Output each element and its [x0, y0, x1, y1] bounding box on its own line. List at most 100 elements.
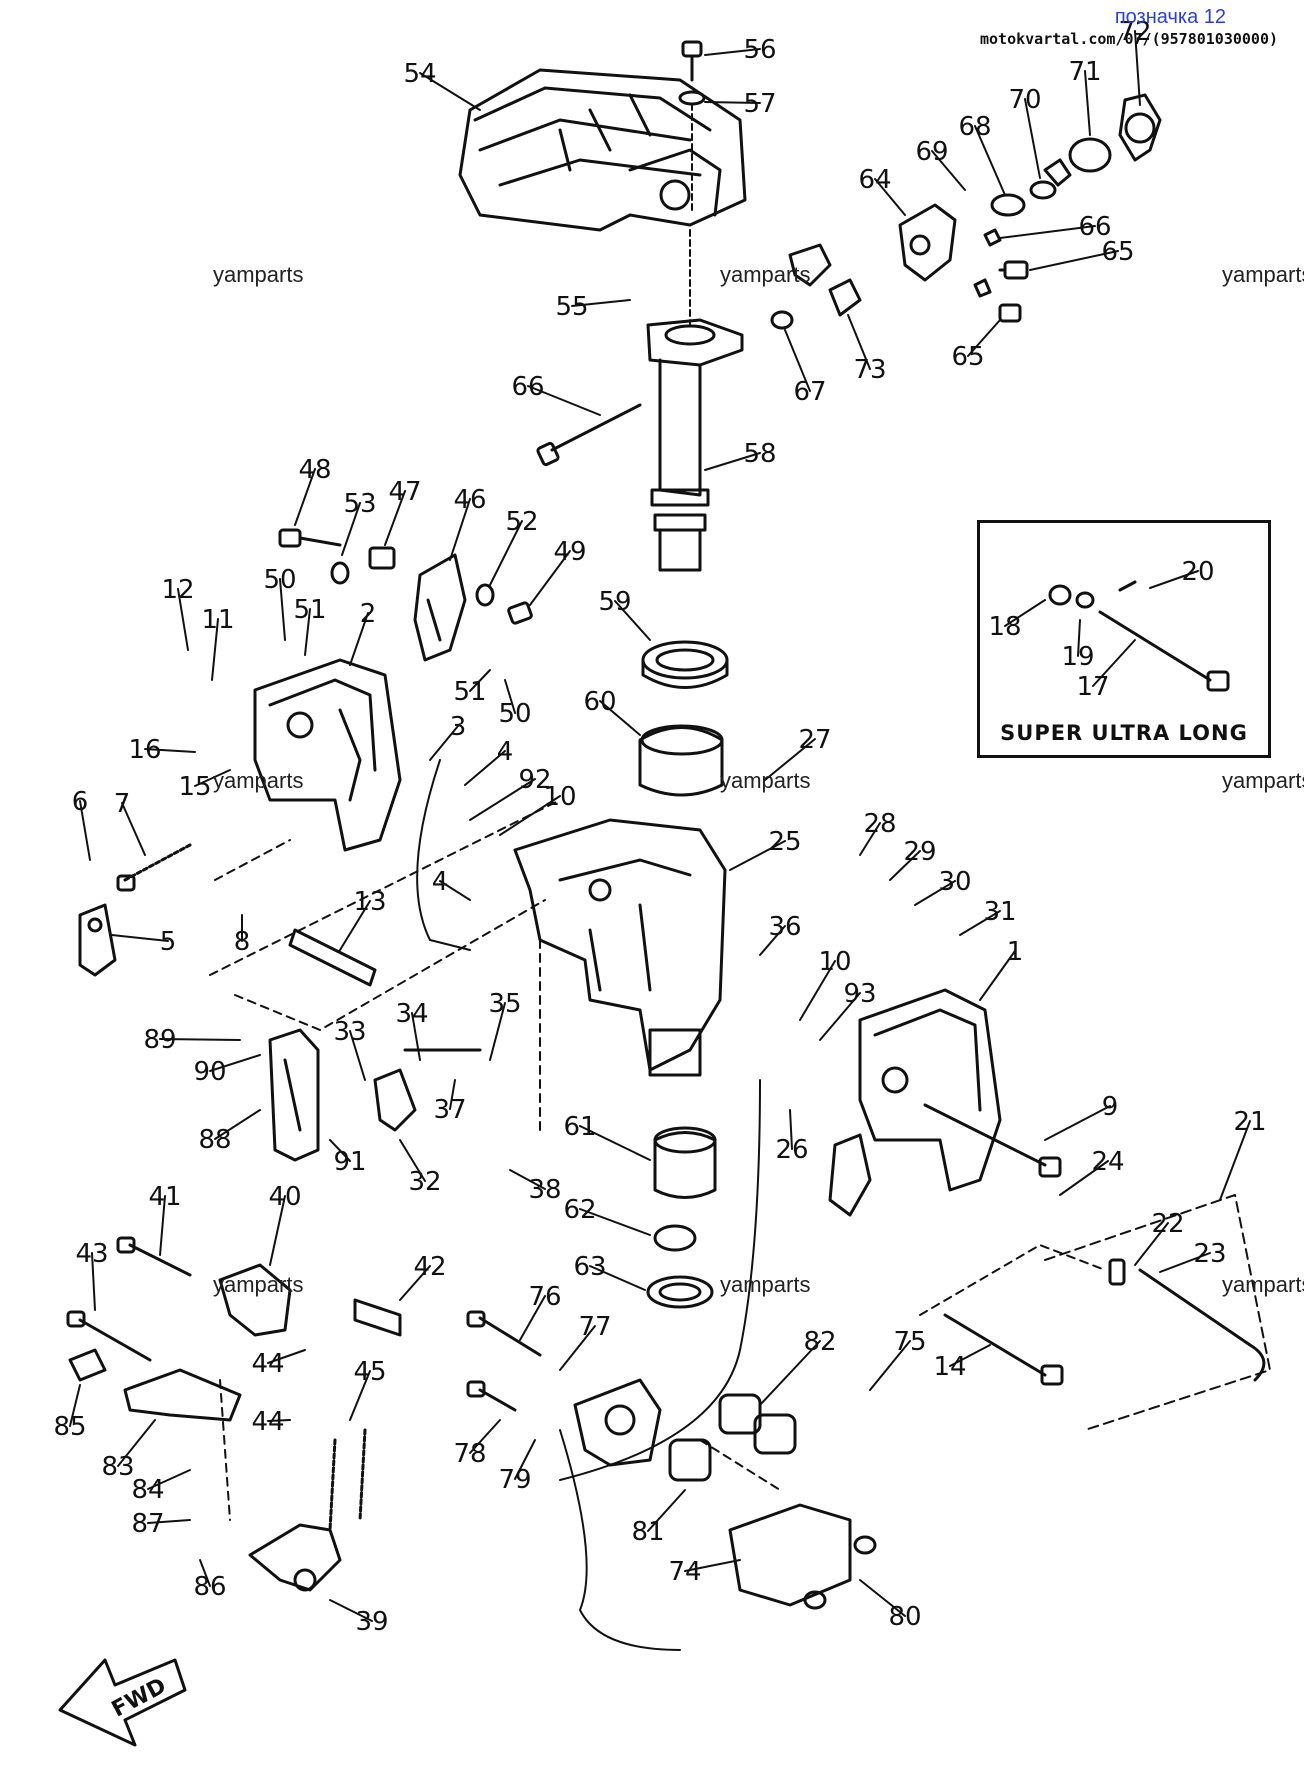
leader-63	[589, 1265, 646, 1291]
leader-40	[269, 1195, 286, 1266]
callout-59: 59	[598, 587, 631, 617]
leader-34	[411, 1012, 421, 1061]
leader-10	[799, 960, 836, 1021]
callout-65: 65	[1101, 237, 1134, 267]
watermark: yamparts	[213, 262, 304, 287]
leader-31	[959, 910, 1001, 936]
leader-67	[784, 329, 811, 392]
callout-60: 60	[583, 687, 616, 717]
leader-92	[469, 778, 536, 821]
callout-56: 56	[743, 35, 776, 65]
part-upper-case	[458, 68, 747, 232]
leader-81	[647, 1489, 686, 1532]
leader-62	[579, 1208, 651, 1236]
watermark: yamparts	[213, 768, 304, 793]
leader-51	[304, 608, 311, 656]
leader-37	[449, 1079, 456, 1110]
callout-55: 55	[555, 292, 588, 322]
leader-47	[384, 490, 406, 546]
leader-13	[339, 900, 371, 951]
diagram-label[interactable]: позначка 12	[1114, 6, 1226, 28]
callout-58: 58	[743, 439, 776, 469]
callout-68: 68	[958, 112, 991, 142]
leader-39	[329, 1599, 373, 1622]
part-bracket-76	[466, 1310, 662, 1467]
leader-73	[847, 314, 871, 370]
leader-17	[1092, 639, 1136, 687]
leader-51	[469, 669, 491, 692]
callout-4: 4	[432, 867, 449, 897]
part-seal-63	[646, 1275, 714, 1309]
callout-16: 16	[128, 735, 161, 765]
part-bushing-59	[641, 640, 729, 689]
callout-37: 37	[433, 1095, 466, 1125]
part-spring-7	[116, 843, 192, 892]
callout-73: 73	[853, 355, 886, 385]
callout-27: 27	[798, 725, 831, 755]
leader-65	[967, 319, 1001, 357]
leader-21	[1219, 1120, 1251, 1201]
leader-77	[559, 1325, 596, 1371]
callout-85: 85	[53, 1412, 86, 1442]
callout-51: 51	[293, 595, 326, 625]
part-swivel-bracket	[513, 818, 727, 1077]
callout-88: 88	[198, 1125, 231, 1155]
leader-78	[469, 1419, 501, 1454]
leader-4	[439, 880, 471, 901]
callout-6: 6	[72, 787, 89, 817]
callout-10: 10	[543, 782, 576, 812]
callout-2: 2	[360, 599, 377, 629]
inset-box: SUPER ULTRA LONG	[977, 520, 1271, 758]
callout-64: 64	[858, 165, 891, 195]
callout-15: 15	[178, 772, 211, 802]
leader-49	[529, 550, 571, 606]
leader-42	[399, 1265, 431, 1301]
part-bushing-61	[653, 1126, 717, 1199]
fwd-label: FWD	[108, 1673, 171, 1722]
leader-57	[704, 101, 761, 104]
leader-16	[144, 748, 196, 753]
part-damper-82	[668, 1438, 712, 1482]
leader-35	[489, 1002, 506, 1061]
part-steering-shaft	[646, 229, 744, 572]
leader-55	[571, 299, 631, 307]
callout-5: 5	[160, 927, 177, 957]
part-damper-83	[718, 1393, 797, 1455]
callout-66: 66	[1078, 212, 1111, 242]
callout-63: 63	[573, 1252, 606, 1282]
leader-66	[999, 225, 1096, 239]
callout-93: 93	[843, 979, 876, 1009]
leader-86	[199, 1559, 211, 1587]
callout-90: 90	[193, 1057, 226, 1087]
part-spring-45	[328, 1428, 367, 1532]
leader-76	[519, 1295, 546, 1341]
callout-79: 79	[498, 1465, 531, 1495]
fwd-arrow: FWD	[58, 1658, 187, 1747]
leader-4	[464, 750, 506, 786]
leader-44	[267, 1349, 306, 1364]
leader-26	[789, 1109, 793, 1150]
callout-48: 48	[298, 455, 331, 485]
callout-43: 43	[75, 1239, 108, 1269]
callout-39: 39	[355, 1607, 388, 1637]
callout-91: 91	[333, 1147, 366, 1177]
callout-4: 4	[497, 737, 514, 767]
watermark: yamparts	[213, 1272, 304, 1297]
leader-61	[579, 1125, 651, 1161]
part-clamp-bracket-right	[828, 988, 1002, 1217]
leader-43	[91, 1252, 96, 1311]
callout-3: 3	[450, 712, 467, 742]
callout-71: 71	[1068, 57, 1101, 87]
callout-83: 83	[101, 1452, 134, 1482]
leader-64	[874, 178, 906, 216]
leader-65	[1029, 250, 1119, 271]
leader-68	[974, 125, 1006, 196]
leader-83	[117, 1419, 156, 1467]
callout-81: 81	[631, 1517, 664, 1547]
callout-28: 28	[863, 809, 896, 839]
leader-46	[449, 498, 471, 561]
callout-52: 52	[505, 507, 538, 537]
callout-47: 47	[388, 477, 421, 507]
callout-7: 7	[114, 789, 131, 819]
